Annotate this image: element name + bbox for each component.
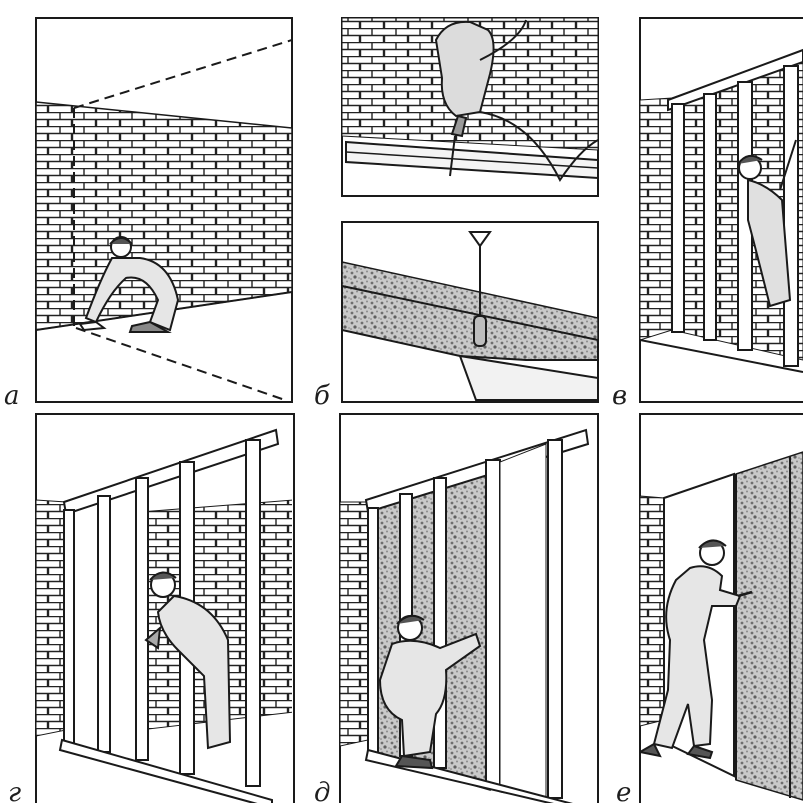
- ceiling-profile: [667, 48, 803, 112]
- floor-profile: [58, 738, 273, 803]
- brick-wall: [36, 499, 67, 737]
- metal-studs: [63, 439, 261, 787]
- brick-wall: [340, 501, 369, 747]
- floor-board: [342, 261, 598, 341]
- worker-figure: [640, 539, 753, 760]
- panel-b: б: [314, 17, 599, 411]
- drill-icon: [434, 19, 598, 182]
- panel-d-label: д: [314, 778, 330, 803]
- brick-wall: [36, 101, 292, 331]
- insulation-mats: [735, 451, 803, 801]
- worker-figure: [378, 614, 482, 770]
- dowel-screw-icon: [468, 231, 492, 347]
- panel-v: в: [612, 17, 803, 411]
- panel-a-label: а: [4, 381, 20, 411]
- panel-d: д: [314, 413, 599, 803]
- worker-figure: [737, 139, 797, 308]
- panel-a: а: [4, 17, 293, 411]
- panel-e-label: е: [616, 778, 631, 803]
- panel-b-label: б: [314, 381, 330, 411]
- brick-wall: [640, 495, 665, 727]
- panel-e: е: [616, 413, 803, 803]
- worker-figure: [78, 236, 180, 333]
- worker-figure: [144, 571, 232, 750]
- panel-v-label: в: [612, 381, 627, 411]
- marking-line-ceiling: [73, 39, 292, 109]
- brick-wall: [640, 97, 673, 341]
- panel-g-label: г: [8, 778, 21, 803]
- guide-profile-bottom: [342, 284, 598, 361]
- marking-line-floor: [75, 327, 286, 401]
- panel-g: г: [8, 413, 295, 803]
